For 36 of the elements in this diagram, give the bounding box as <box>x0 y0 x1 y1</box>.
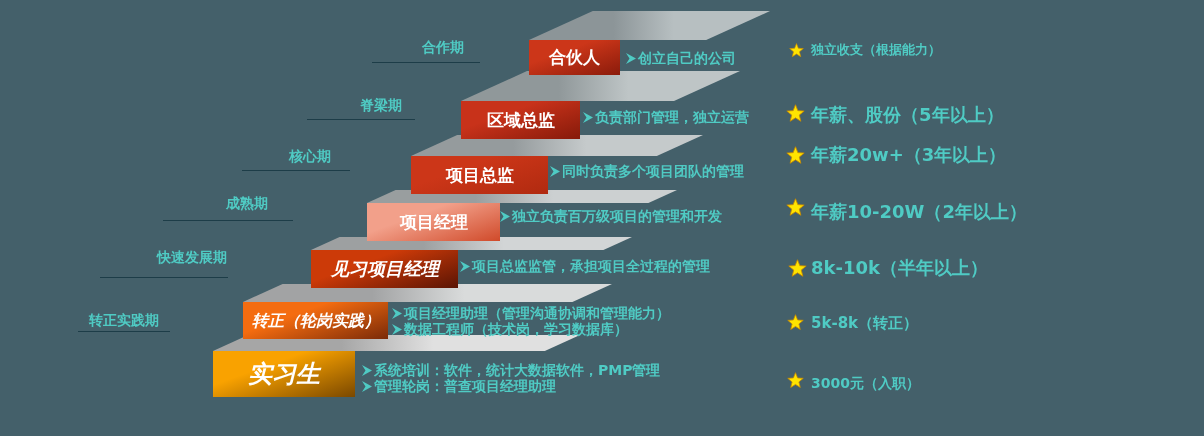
step-description: 项目总监监管，承担项目全过程的管理 <box>472 257 710 275</box>
salary-text: 独立收支（根据能力） <box>811 42 941 58</box>
step-title: 实习生 <box>248 359 320 389</box>
phase-label: 脊梁期 <box>360 96 402 114</box>
step-block <box>529 40 620 75</box>
step-title: 转正（轮岗实践） <box>251 310 380 331</box>
phase-label: 转正实践期 <box>89 311 159 329</box>
salary-text: 3000元（入职） <box>811 374 920 392</box>
step-block <box>461 101 580 139</box>
step-title: 见习项目经理 <box>330 258 439 280</box>
phase-label: 核心期 <box>289 147 331 165</box>
step-title: 项目总监 <box>445 164 514 186</box>
step-title: 合伙人 <box>549 47 600 68</box>
step-description: 负责部门管理，独立运营 <box>595 108 749 126</box>
salary-text: 年薪、股份（5年以上） <box>811 104 1004 126</box>
step-description: 数据工程师（技术岗，学习数据库） <box>404 320 628 338</box>
step-block <box>367 203 500 241</box>
step-description: 管理轮岗：普查项目经理助理 <box>374 377 556 395</box>
step-block <box>411 156 548 194</box>
phase-label: 成熟期 <box>226 194 268 212</box>
step-title: 区域总监 <box>486 109 555 131</box>
step-block <box>243 302 388 339</box>
salary-text: 5k-8k（转正） <box>811 314 919 332</box>
salary-text: 年薪20w+（3年以上） <box>811 144 1007 166</box>
salary-text: 年薪10-20W（2年以上） <box>811 201 1027 223</box>
salary-text: 8k-10k（半年以上） <box>811 257 988 279</box>
step-description: 项目经理助理（管理沟通协调和管理能力） <box>404 304 670 321</box>
step-description: 同时负责多个项目团队的管理 <box>562 162 744 180</box>
phase-label: 合作期 <box>422 38 464 56</box>
step-description: 独立负责百万级项目的管理和开发 <box>512 207 722 225</box>
step-description: 创立自己的公司 <box>638 49 736 67</box>
phase-label: 快速发展期 <box>157 248 227 266</box>
step-description: 系统培训：软件，统计大数据软件，PMP管理 <box>374 361 661 378</box>
step-block <box>311 250 458 288</box>
step-block <box>213 351 355 397</box>
step-title: 项目经理 <box>399 211 468 233</box>
